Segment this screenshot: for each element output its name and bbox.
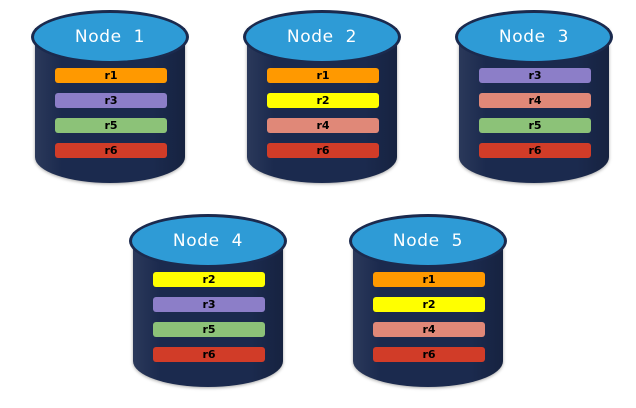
replica-bar-r4[interactable]: r4	[267, 118, 379, 133]
replica-bar-r6[interactable]: r6	[153, 347, 265, 362]
replica-list: r2 r3 r5 r6	[153, 272, 265, 362]
replica-bar-r6[interactable]: r6	[267, 143, 379, 158]
replica-bar-r2[interactable]: r2	[153, 272, 265, 287]
cylinder-top-icon	[455, 10, 613, 64]
replica-bar-r3[interactable]: r3	[153, 297, 265, 312]
replica-list: r1 r2 r4 r6	[267, 68, 379, 158]
replica-bar-r6[interactable]: r6	[55, 143, 167, 158]
replica-bar-r2[interactable]: r2	[373, 297, 485, 312]
cylinder-top-icon	[243, 10, 401, 64]
replica-bar-r2[interactable]: r2	[267, 93, 379, 108]
replica-bar-r1[interactable]: r1	[267, 68, 379, 83]
cylinder-top-icon	[349, 214, 507, 268]
replica-bar-r5[interactable]: r5	[479, 118, 591, 133]
replica-list: r1 r3 r5 r6	[55, 68, 167, 158]
replica-bar-r6[interactable]: r6	[373, 347, 485, 362]
cylinder-top-icon	[129, 214, 287, 268]
replica-bar-r3[interactable]: r3	[55, 93, 167, 108]
cylinder-top-icon	[31, 10, 189, 64]
replica-bar-r4[interactable]: r4	[479, 93, 591, 108]
replica-bar-r5[interactable]: r5	[55, 118, 167, 133]
replica-bar-r4[interactable]: r4	[373, 322, 485, 337]
replica-bar-r5[interactable]: r5	[153, 322, 265, 337]
replica-bar-r6[interactable]: r6	[479, 143, 591, 158]
replica-list: r1 r2 r4 r6	[373, 272, 485, 362]
replica-bar-r3[interactable]: r3	[479, 68, 591, 83]
replica-bar-r1[interactable]: r1	[373, 272, 485, 287]
replica-list: r3 r4 r5 r6	[479, 68, 591, 158]
replica-bar-r1[interactable]: r1	[55, 68, 167, 83]
